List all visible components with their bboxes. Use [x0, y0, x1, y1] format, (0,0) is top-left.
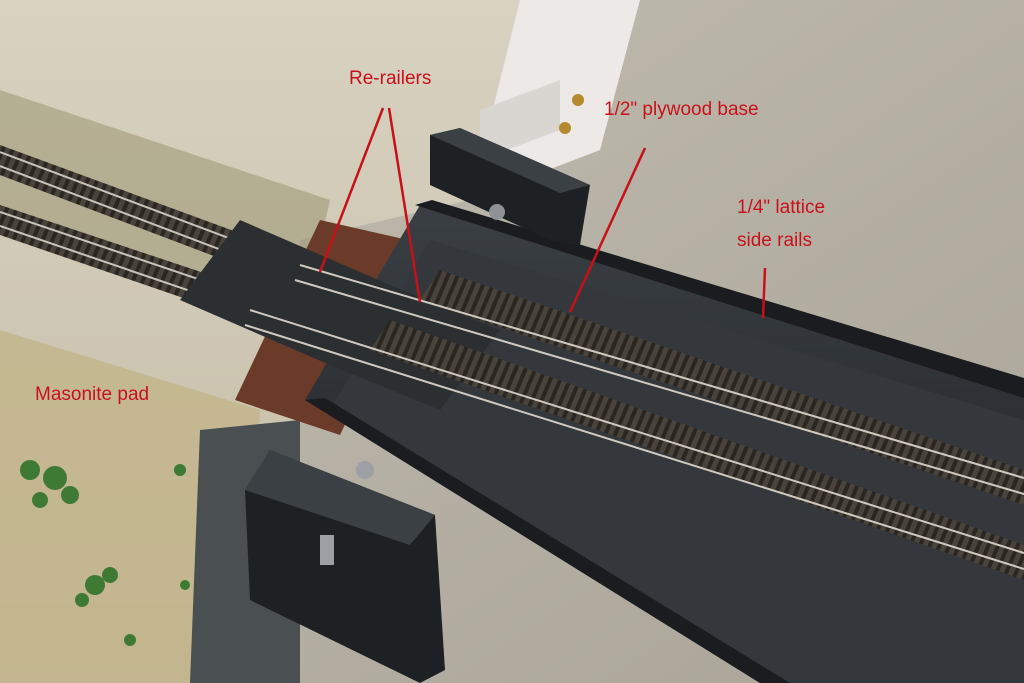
clamp-block-near	[245, 450, 445, 683]
tracks-bridge	[244, 264, 1024, 580]
support-panel	[480, 80, 560, 160]
clamp-block-far	[430, 128, 590, 245]
lattice-label-line1: 1/4" lattice	[737, 197, 826, 218]
side-rail-near	[305, 398, 790, 683]
shrubs	[20, 460, 190, 646]
masonite-pad-label: Masonite pad	[35, 384, 150, 405]
annotation-lines	[318, 107, 767, 319]
plywood-base-label: 1/2" plywood base	[604, 99, 759, 120]
rerailers-label: Re-railers	[349, 68, 432, 89]
lattice-label-line2: side rails	[737, 230, 812, 251]
brass-terminal	[572, 94, 584, 106]
plywood-base	[330, 240, 1024, 683]
side-rail-far	[415, 200, 1024, 398]
brass-terminal	[559, 122, 571, 134]
